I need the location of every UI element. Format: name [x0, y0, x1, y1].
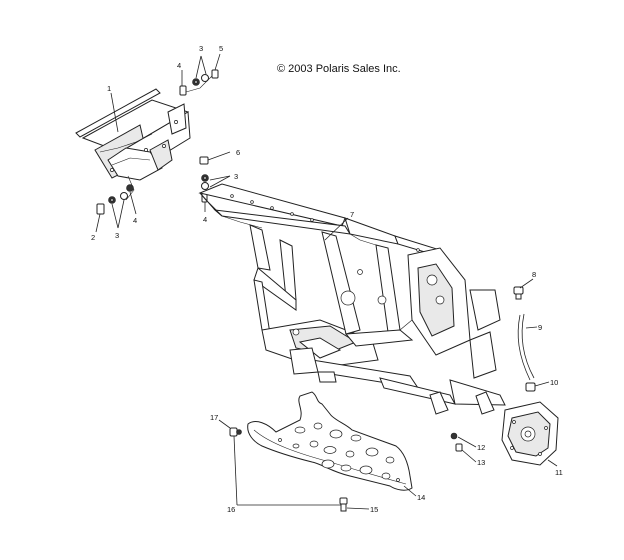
callout-1: 1: [107, 84, 111, 93]
callout-4-mid: 4: [203, 215, 207, 224]
callout-3-lower: 3: [115, 231, 119, 240]
callout-5: 5: [219, 44, 223, 53]
upper-hardware: [179, 69, 219, 96]
callout-15: 15: [370, 505, 378, 514]
callout-2: 2: [91, 233, 95, 242]
callout-4-upper: 4: [177, 61, 181, 70]
callout-12: 12: [477, 443, 485, 452]
callout-3-upper: 3: [199, 44, 203, 53]
callout-7: 7: [350, 210, 354, 219]
callout-17: 17: [210, 413, 218, 422]
fastener-parts-12-13: [450, 432, 463, 452]
callout-4-lower: 4: [133, 216, 137, 225]
callout-3-mid: 3: [234, 172, 238, 181]
leader-lines: [95, 53, 558, 510]
skid-plate: [247, 391, 413, 491]
lower-left-hardware: [96, 184, 134, 215]
main-frame: [198, 183, 506, 415]
housing-assembly: [501, 401, 559, 466]
skid-fasteners: [229, 427, 348, 512]
callout-6: 6: [236, 148, 240, 157]
callout-14: 14: [417, 493, 425, 502]
callout-9: 9: [538, 323, 542, 332]
callout-labels: 1 2 3 3 3 4 4 4 5 6 7 8 9 10 11 12 13 14…: [91, 44, 563, 514]
callout-8: 8: [532, 270, 536, 279]
vent-hose-parts: [513, 286, 536, 392]
front-bracket-assembly: [75, 88, 191, 201]
copyright-notice: © 2003 Polaris Sales Inc.: [277, 63, 401, 75]
callout-13: 13: [477, 458, 485, 467]
callout-10: 10: [550, 378, 558, 387]
callout-16: 16: [227, 505, 235, 514]
callout-11: 11: [555, 468, 563, 477]
